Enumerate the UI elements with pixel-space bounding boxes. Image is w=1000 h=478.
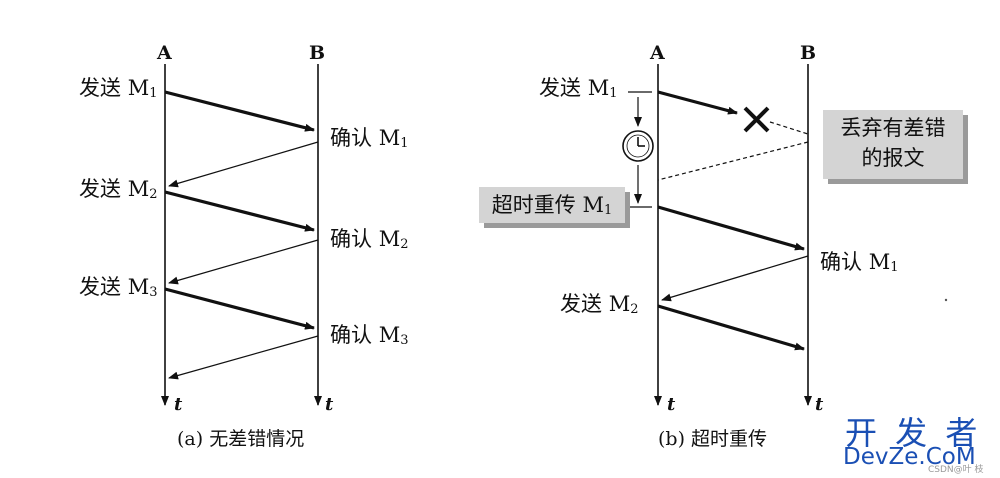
panel-b-timelines: [654, 64, 812, 406]
panel-a-receiver-label: B: [309, 42, 326, 64]
panel-b-receiver-label: B: [800, 42, 817, 64]
speck-dot: [944, 298, 948, 302]
panel-b-confirm-m1-label: 确认 M1: [820, 250, 899, 275]
ack-m1-arrow: [168, 141, 319, 188]
discard-dashed-line: [769, 121, 809, 135]
discard-note-box: 丢弃有差错 的报文: [823, 110, 963, 179]
panel-b-send-m1-label: 发送 M1: [539, 76, 618, 101]
retransmit-note-box: 超时重传 M1: [479, 187, 625, 223]
send-m1-arrow: [164, 90, 315, 132]
panel-b-messages: [622, 90, 809, 351]
panel-a-confirm-m2-label: 确认 M2: [330, 227, 409, 252]
ack-m3-arrow: [168, 335, 319, 380]
panel-b-time-label-a: t: [667, 394, 676, 415]
watermark-small-text: CSDN@叶 枝: [928, 465, 984, 475]
panel-a-send-m3-label: 发送 M3: [79, 275, 158, 300]
panel-a-time-label-a: t: [174, 394, 183, 415]
timer-bracket: [628, 91, 652, 208]
discard-note-line2: 的报文: [861, 146, 925, 170]
send-m2-arrow: [164, 190, 315, 232]
panel-b-send-m2-label: 发送 M2: [560, 292, 639, 317]
timeout-dashed-line: [657, 141, 809, 181]
panel-a-messages: [164, 90, 319, 380]
panel-b-caption: (b) 超时重传: [658, 428, 768, 450]
panel-a-send-m2-label: 发送 M2: [79, 177, 158, 202]
clock-icon: [622, 130, 654, 162]
panel-a-time-label-b: t: [325, 394, 334, 415]
panel-a-send-m1-label: 发送 M1: [79, 76, 158, 101]
panel-b-time-label-b: t: [815, 394, 824, 415]
discard-note-line1: 丢弃有差错: [840, 116, 946, 140]
retransmit-m1-arrow: [657, 205, 805, 251]
watermark-domain: DevZe.CoM: [843, 444, 976, 470]
send-m2-arrow: [657, 304, 805, 351]
ack-m1-arrow: [661, 255, 809, 302]
lost-x-icon: [743, 106, 770, 133]
panel-b-sender-label: A: [650, 42, 665, 64]
ack-m2-arrow: [168, 239, 319, 285]
panel-a-sender-label: A: [157, 42, 172, 64]
panel-a-confirm-m1-label: 确认 M1: [330, 126, 409, 151]
send-m3-arrow: [164, 287, 315, 330]
watermark-title: 开 发 者: [845, 414, 982, 452]
panel-a-confirm-m3-label: 确认 M3: [330, 323, 409, 348]
send-m1-lost-arrow: [657, 90, 738, 115]
panel-a-timelines: [161, 64, 322, 406]
panel-a-caption: (a) 无差错情况: [177, 428, 305, 450]
